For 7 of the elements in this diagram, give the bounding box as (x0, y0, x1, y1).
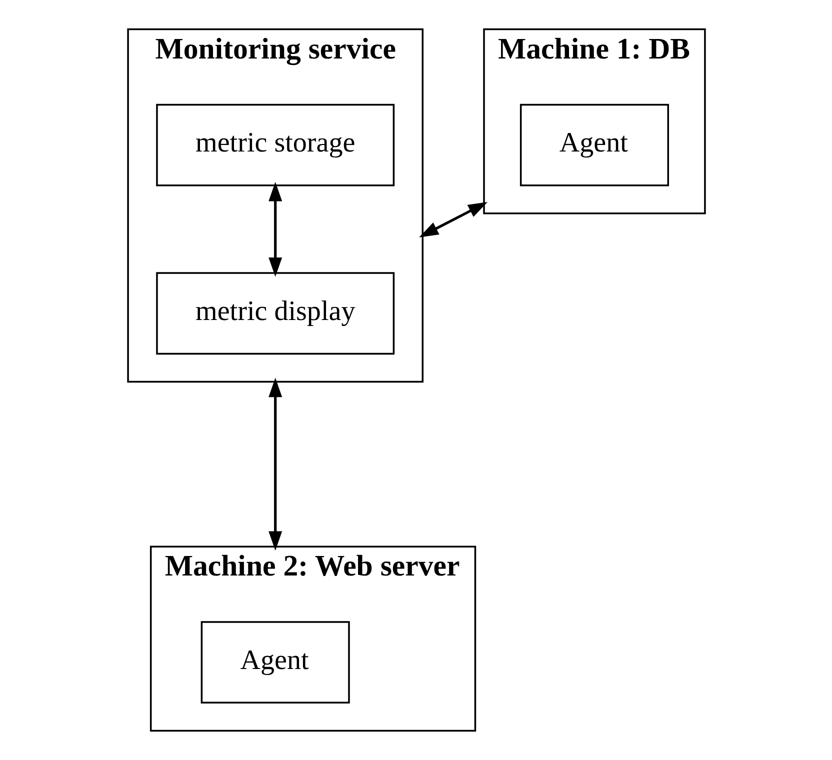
node-box: metric display (156, 272, 394, 355)
arrow (268, 378, 282, 551)
node-box: metric storage (156, 104, 394, 186)
arrow (418, 202, 488, 238)
node-box: Agent (200, 621, 350, 704)
arrow (268, 182, 282, 277)
node-box: Agent (519, 104, 669, 186)
